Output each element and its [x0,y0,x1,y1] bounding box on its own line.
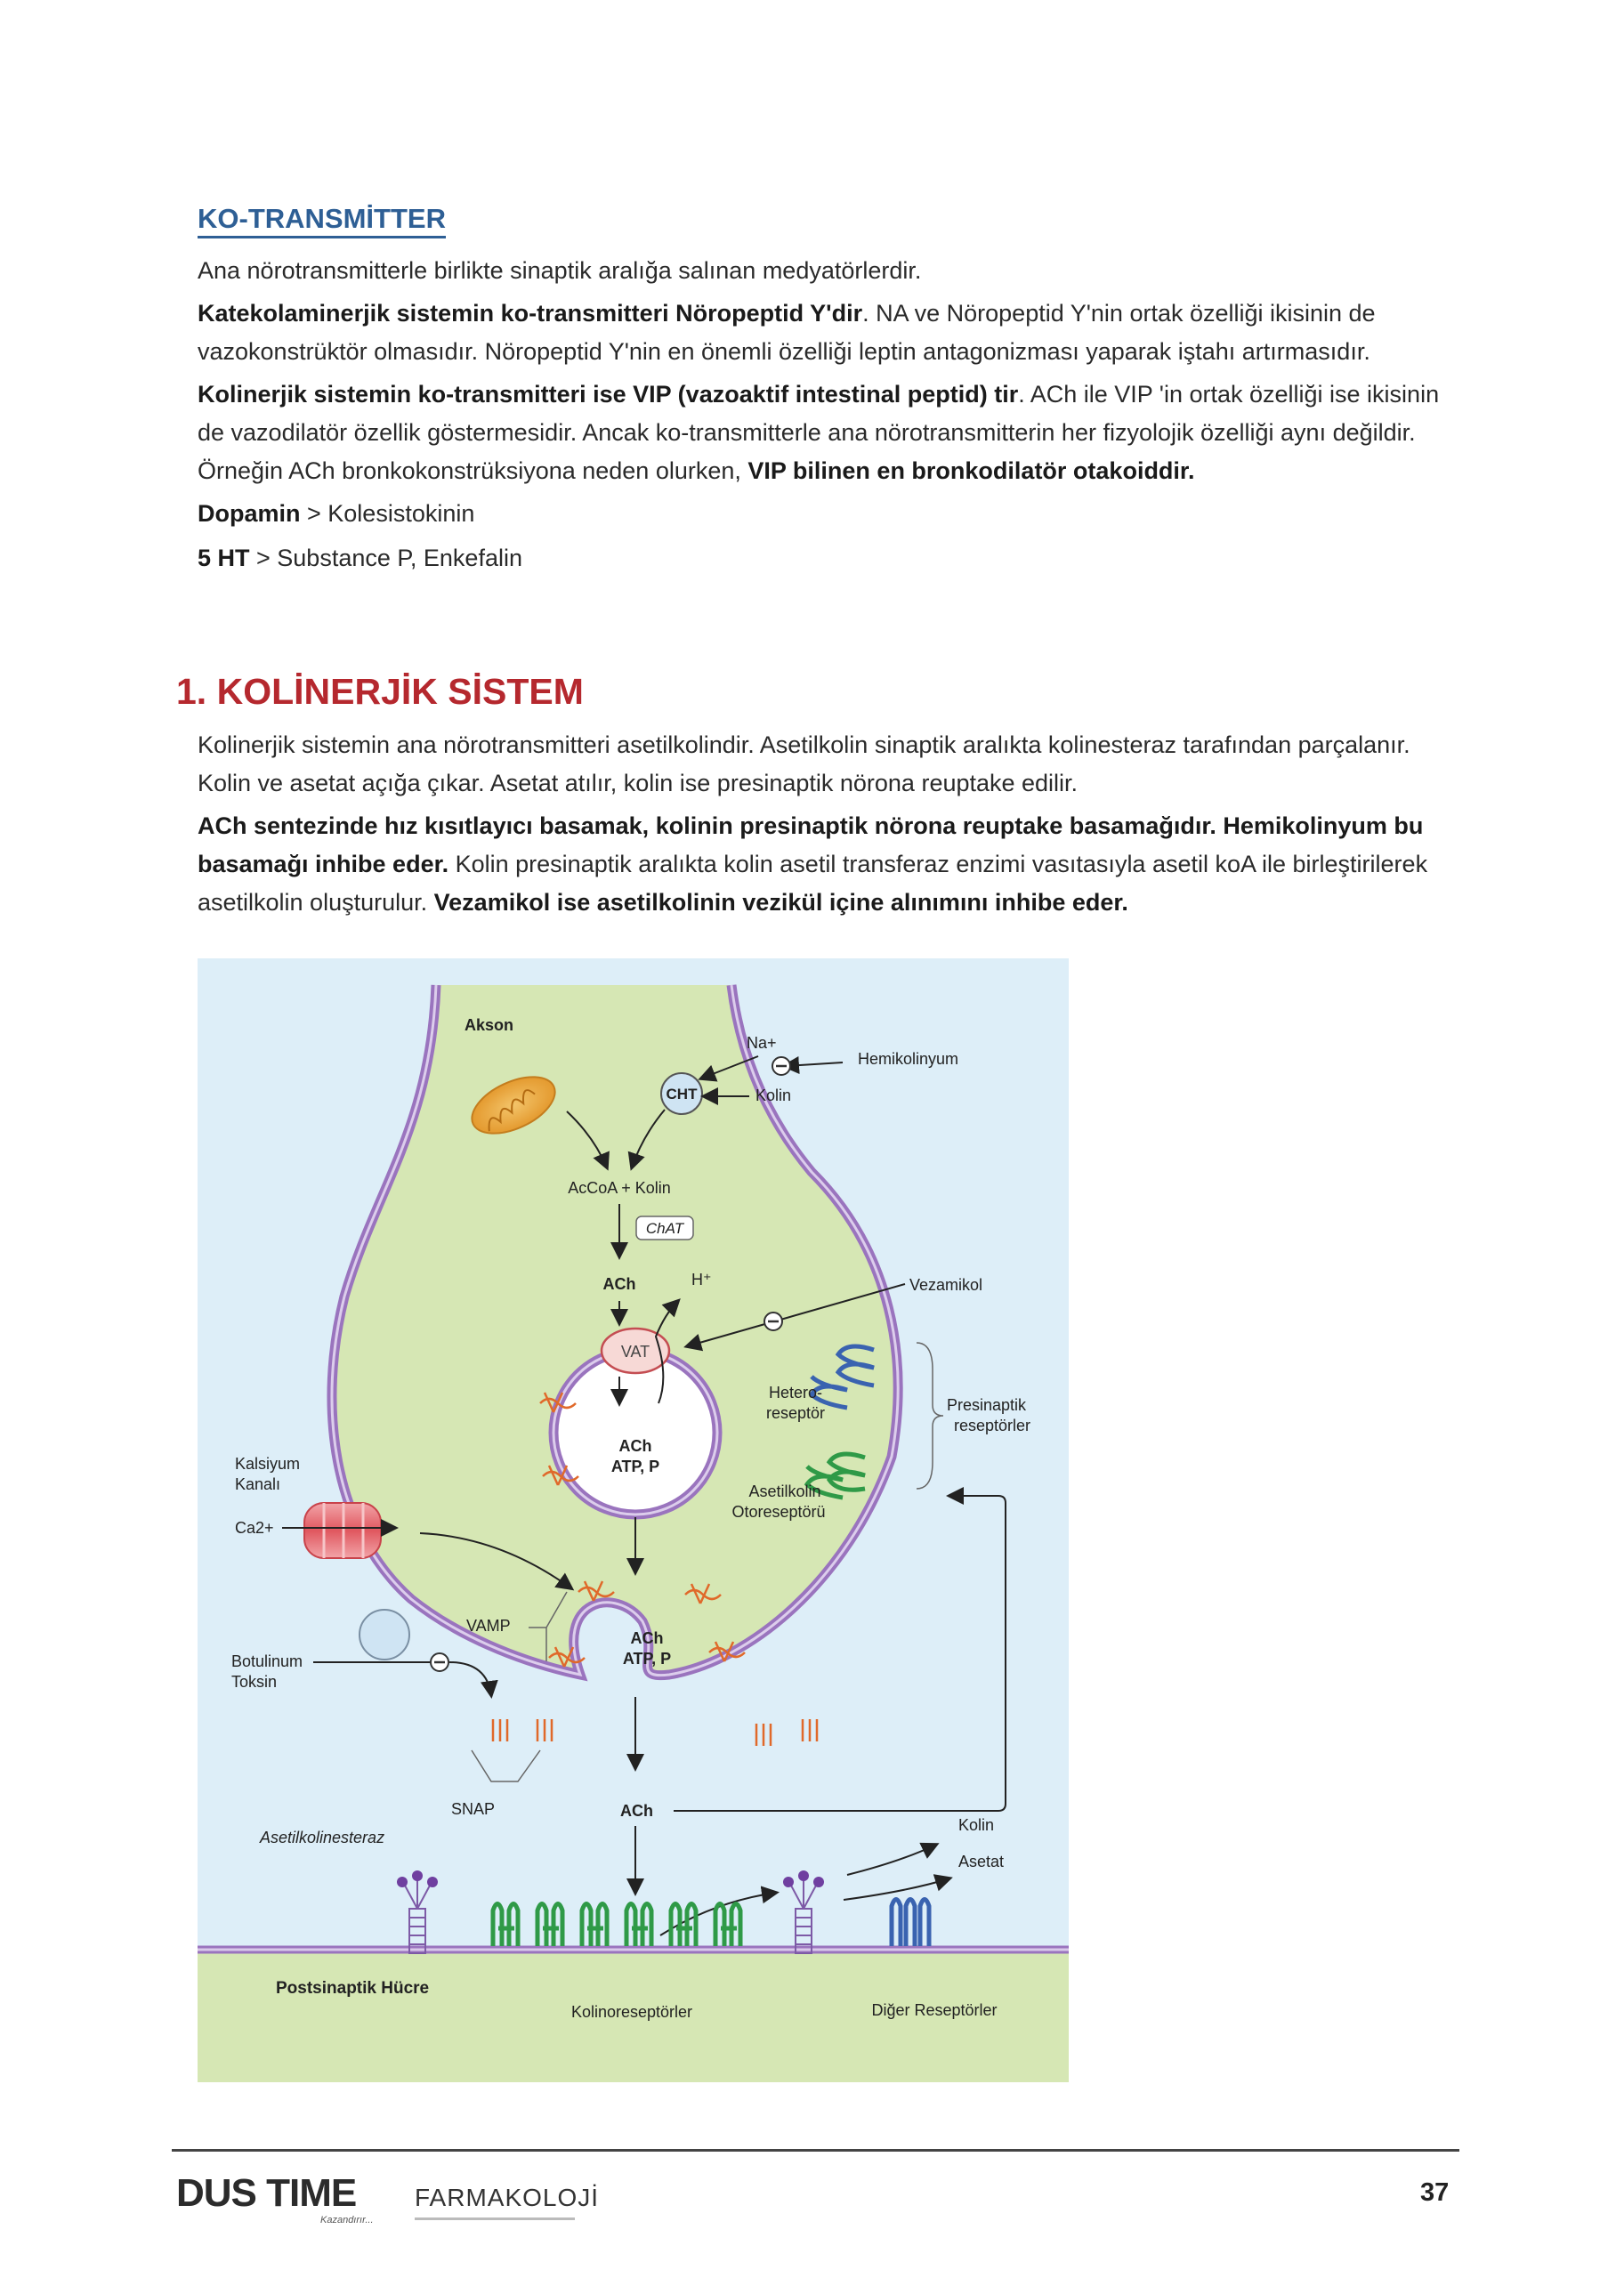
fusion-snare-proteins [491,1580,819,1746]
dus-time-logo: DUS TIME [176,2171,357,2215]
subject-underline [415,2217,575,2220]
postsynaptic-label: Postsinaptik Hücre [276,1979,429,1998]
na-label: Na+ [747,1034,777,1052]
ko-paragraph-1: Ana nörotransmitterle birlikte sinaptik … [198,257,922,284]
ache-enzyme-right-icon [783,1870,824,1954]
botulinum-label-2: Toksin [231,1673,277,1691]
ko-p4-rest: > Kolesistokinin [300,500,475,527]
ko-p2-bold: Katekolaminerjik sistemin ko-transmitter… [198,300,863,327]
presinaptik-label-1: Presinaptik [947,1396,1027,1414]
vat-transporter-icon [600,1327,671,1375]
ko-p5-rest: > Substance P, Enkefalin [249,545,522,571]
section-p2-bold: ACh sentezinde hız kısıtlayıcı basamak, … [198,812,1424,877]
ache-enzyme-left-icon [397,1870,438,1954]
section-paragraph-1: Kolinerjik sistemin ana nörotransmitteri… [198,731,1410,796]
h-plus-label: H⁺ [691,1271,712,1288]
chat-label: ChAT [646,1220,685,1237]
presynaptic-terminal [331,985,899,1676]
botulinum-toxin-icon [359,1609,410,1660]
ko-paragraph-5: 5 HT > Substance P, Enkefalin [198,539,1461,578]
kalsiyum-label-1: Kalsiyum [235,1455,300,1473]
ko-p3-bold: Kolinerjik sistemin ko-transmitteri ise … [198,381,1019,408]
ko-paragraph-4: Dopamin > Kolesistokinin [198,495,1461,533]
ko-p3-bold2: VIP bilinen en bronkodilatör otakoiddir. [747,457,1195,484]
presinaptik-label-2: reseptörler [954,1417,1030,1434]
ko-paragraph-3: Kolinerjik sistemin ko-transmitteri ise … [198,376,1461,490]
cholinoreceptors-label: Kolinoreseptörler [571,2003,692,2021]
section-paragraph-2: ACh sentezinde hız kısıtlayıcı basamak, … [198,807,1461,922]
ko-paragraph-2: Katekolaminerjik sistemin ko-transmitter… [198,295,1461,371]
akson-label: Akson [465,1016,513,1034]
postsynaptic-cell-region [198,1951,1069,2082]
cleft-ach-label: ACh [620,1802,653,1820]
ach-label-1: ACh [603,1275,636,1293]
asetat-label: Asetat [958,1853,1004,1870]
fusion-atp-label: ATP, P [623,1650,671,1668]
page-number: 37 [1420,2178,1450,2207]
vesicle-snare-proteins [539,1392,579,1486]
section-p2-bold2: Vezamikol ise asetilkolinin vezikül için… [433,889,1128,916]
subject-label: FARMAKOLOJİ [415,2184,600,2211]
cht-label: CHT [667,1086,699,1103]
mitochondrion-icon [471,1076,556,1135]
hemikolinyum-label: Hemikolinyum [858,1050,958,1068]
kolin-in-label: Kolin [755,1086,791,1104]
section-p2-rest: Kolin presinaptik aralıkta kolin asetil … [198,851,1428,916]
vat-label: VAT [621,1343,650,1361]
kolin-out-label: Kolin [958,1816,994,1834]
ach-autoreceptor-icon [804,1451,866,1500]
autoreceptor-label-2: Otoreseptörü [731,1503,825,1521]
hetero-label-2: reseptör [766,1404,825,1422]
fusion-ach-label: ACh [631,1629,664,1647]
hetero-receptor-icon [808,1344,875,1410]
vamp-label: VAMP [466,1617,511,1635]
botulinum-label-1: Botulinum [231,1652,303,1670]
ache-label: Asetilkolinesteraz [259,1829,384,1846]
vesicle-atp-label: ATP, P [611,1458,659,1475]
logo-tagline: Kazandırır... [320,2215,374,2225]
ca-label: Ca2+ [235,1519,274,1537]
ko-p5-bold: 5 HT [198,545,250,571]
chat-enzyme-box [635,1216,694,1240]
autoreceptor-label-1: Asetilkolin [748,1482,820,1500]
cholinergic-synapse-figure: Akson Na+ Hemikolinyum CHT Kolin AcCoA +… [198,958,1069,2082]
footer-divider [172,2149,1459,2152]
ko-transmitter-title: KO-TRANSMİTTER [198,203,446,238]
cholinoreceptors-icon [490,1902,743,1946]
snap-label: SNAP [451,1800,495,1818]
ko-p2-rest: . NA ve Nöropeptid Y'nin ortak özelliği … [198,300,1376,365]
vezamikol-label: Vezamikol [909,1276,982,1294]
ko-p4-bold: Dopamin [198,500,301,527]
other-receptors-label: Diğer Reseptörler [871,2001,997,2019]
vesicle-ach-label: ACh [619,1437,652,1455]
section-title: 1. KOLİNERJİK SİSTEM [176,671,584,712]
kalsiyum-label-2: Kanalı [235,1475,280,1493]
ko-p3-rest: . ACh ile VIP 'in ortak özelliği ise iki… [198,381,1440,484]
hetero-label-1: Hetero- [769,1384,822,1402]
synapse-diagram: Akson Na+ Hemikolinyum CHT Kolin AcCoA +… [198,958,1069,2082]
accoa-label: AcCoA + Kolin [568,1179,671,1197]
other-receptors-icon [889,1897,932,1946]
